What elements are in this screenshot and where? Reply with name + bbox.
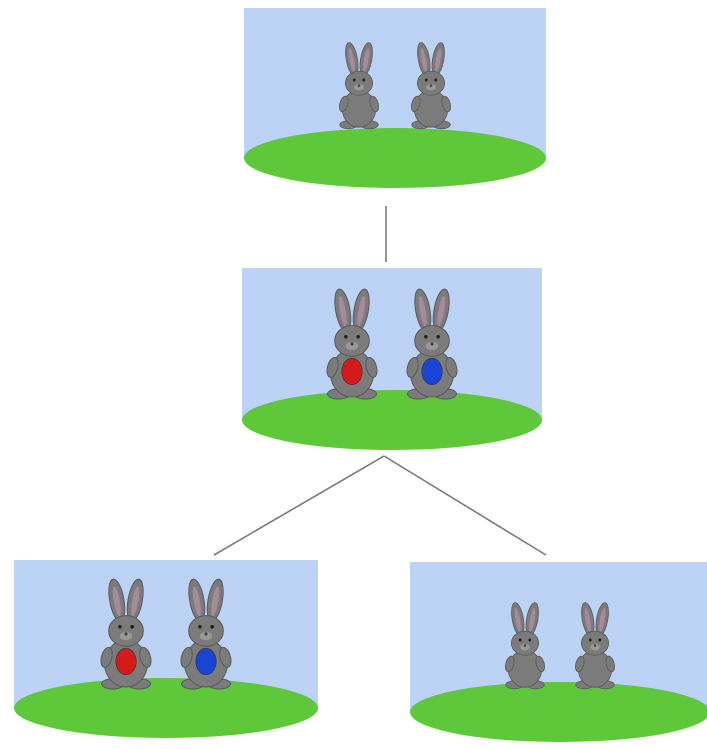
bunny-with-blue-egg [406,288,458,400]
grass-ground [14,678,318,738]
bunny-with-blue-egg [180,578,232,690]
bunny [505,602,545,690]
edge-node-middle-to-node-bottom-left [213,455,385,556]
node-top [244,8,546,188]
bunny [575,602,615,690]
blue-egg [421,357,443,386]
node-bottom-right [410,562,707,742]
edge-node-middle-to-node-bottom-right [383,455,547,556]
red-egg [341,357,363,386]
grass-ground [242,390,542,450]
node-middle [242,268,542,450]
edges-layer [213,206,547,556]
bunny [411,42,451,130]
bunny-with-red-egg [100,578,152,690]
node-bottom-left [14,560,318,738]
grass-ground [244,128,546,188]
grass-ground [410,682,707,742]
red-egg [115,647,137,676]
nodes-layer [14,8,707,742]
blue-egg [195,647,217,676]
bunny-with-red-egg [326,288,378,400]
bunny [339,42,379,130]
